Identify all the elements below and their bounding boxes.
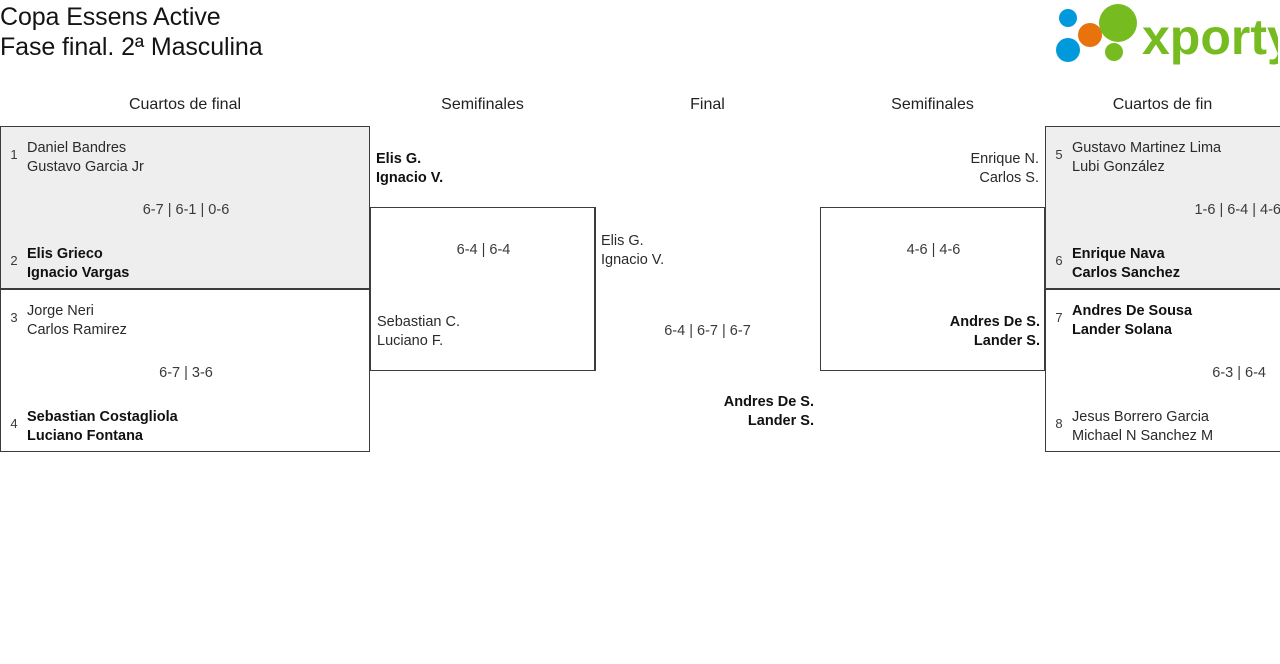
seed-number: 1 xyxy=(10,147,18,162)
player-1: Jorge Neri xyxy=(27,303,94,319)
match-score: 6-3 | 6-4 xyxy=(1212,365,1266,381)
player-2: Carlos Sanchez xyxy=(1072,265,1180,281)
match-score: 1-6 | 6-4 | 4-6 xyxy=(1194,202,1280,218)
player-1: Elis Grieco xyxy=(27,246,103,262)
logo-wordmark: xporty xyxy=(1142,9,1278,65)
final-score: 6-4 | 6-7 | 6-7 xyxy=(664,323,751,339)
player-1: Andres De S. xyxy=(949,314,1040,330)
seed-number: 4 xyxy=(10,416,18,431)
player-1: Daniel Bandres xyxy=(27,140,127,156)
final-left-rule xyxy=(595,207,596,371)
player-2: Carlos S. xyxy=(979,170,1039,186)
round-header-final: Final xyxy=(690,96,725,113)
player-1: Elis G. xyxy=(601,233,644,249)
player-1: Elis G. xyxy=(376,151,422,167)
player-2: Ignacio V. xyxy=(376,170,444,186)
round-header-semifinals-left: Semifinales xyxy=(441,96,524,113)
sf2-bottom-team-winner: Andres De S. Lander S. xyxy=(821,313,1040,351)
match-box-sf2[interactable]: 4-6 | 4-6 Andres De S. Lander S. xyxy=(820,207,1045,371)
round-header-semifinals-right: Semifinales xyxy=(891,96,974,113)
round-header-quarterfinals-left: Cuartos de final xyxy=(128,96,242,113)
player-2: Carlos Ramirez xyxy=(27,322,127,338)
player-2: Lander S. xyxy=(973,333,1040,349)
player-2: Lubi González xyxy=(1072,159,1165,175)
player-1: Andres De Sousa xyxy=(1072,303,1193,319)
team-name: Daniel Bandres Gustavo Garcia Jr xyxy=(27,139,144,177)
team-name: Gustavo Martinez Lima Lubi González xyxy=(1072,139,1221,177)
team-name-winner: Sebastian Costagliola Luciano Fontana xyxy=(27,408,178,446)
seed-number: 6 xyxy=(1055,253,1063,268)
player-2: Lander Solana xyxy=(1072,322,1172,338)
match-box-sf1[interactable]: 6-4 | 6-4 Sebastian C. Luciano F. xyxy=(370,207,595,371)
seed-number: 2 xyxy=(10,253,18,268)
seed-number: 8 xyxy=(1055,416,1063,431)
xporty-logo[interactable]: xporty xyxy=(1046,4,1278,66)
player-2: Luciano Fontana xyxy=(27,428,143,444)
player-1: Enrique N. xyxy=(970,151,1039,167)
team-name-winner: Enrique Nava Carlos Sanchez xyxy=(1072,245,1180,283)
sf1-top-team-winner: Elis G. Ignacio V. xyxy=(376,150,443,188)
seed-number: 3 xyxy=(10,310,18,325)
player-2: Gustavo Garcia Jr xyxy=(27,159,144,175)
logo-dots-icon xyxy=(1056,4,1137,62)
match-score: 6-7 | 3-6 xyxy=(159,365,213,381)
team-name: Jorge Neri Carlos Ramirez xyxy=(27,302,127,340)
sf2-top-team: Enrique N. Carlos S. xyxy=(820,150,1039,188)
player-1: Gustavo Martinez Lima xyxy=(1072,140,1222,156)
player-1: Sebastian Costagliola xyxy=(27,409,178,425)
match-box-qf3[interactable]: 5 Gustavo Martinez Lima Lubi González 1-… xyxy=(1045,126,1280,289)
player-2: Lander S. xyxy=(747,413,814,429)
seed-number: 5 xyxy=(1055,147,1063,162)
match-box-qf4[interactable]: 7 Andres De Sousa Lander Solana 6-3 | 6-… xyxy=(1045,289,1280,452)
player-2: Ignacio Vargas xyxy=(27,265,130,281)
player-2: Michael N Sanchez M xyxy=(1072,428,1214,444)
title-line-1: Copa Essens Active xyxy=(0,3,221,31)
final-left-team: Elis G. Ignacio V. xyxy=(601,232,664,270)
team-name-winner: Elis Grieco Ignacio Vargas xyxy=(27,245,129,283)
match-score: 6-4 | 6-4 xyxy=(456,242,511,258)
team-name: Jesus Borrero Garcia Michael N Sanchez M xyxy=(1072,408,1213,446)
match-score: 6-7 | 6-1 | 0-6 xyxy=(142,202,230,218)
sf1-bottom-team: Sebastian C. Luciano F. xyxy=(377,313,460,351)
round-header-quarterfinals-right: Cuartos de fin xyxy=(1112,96,1213,113)
player-1: Jesus Borrero Garcia xyxy=(1072,409,1209,425)
match-score: 4-6 | 4-6 xyxy=(906,242,961,258)
seed-number: 7 xyxy=(1055,310,1063,325)
player-2: Luciano F. xyxy=(377,333,444,349)
match-box-qf2[interactable]: 3 Jorge Neri Carlos Ramirez 6-7 | 3-6 4 … xyxy=(0,289,370,452)
title-line-2: Fase final. 2ª Masculina xyxy=(0,33,263,61)
player-1: Enrique Nava xyxy=(1072,246,1165,262)
player-1: Sebastian C. xyxy=(377,314,461,330)
team-name-winner: Andres De Sousa Lander Solana xyxy=(1072,302,1192,340)
player-1: Andres De S. xyxy=(723,394,814,410)
tournament-title: Copa Essens Active Fase final. 2ª Mascul… xyxy=(0,2,700,62)
final-right-team-winner: Andres De S. Lander S. xyxy=(595,393,814,431)
player-2: Ignacio V. xyxy=(601,252,665,268)
match-box-qf1[interactable]: 1 Daniel Bandres Gustavo Garcia Jr 6-7 |… xyxy=(0,126,370,289)
